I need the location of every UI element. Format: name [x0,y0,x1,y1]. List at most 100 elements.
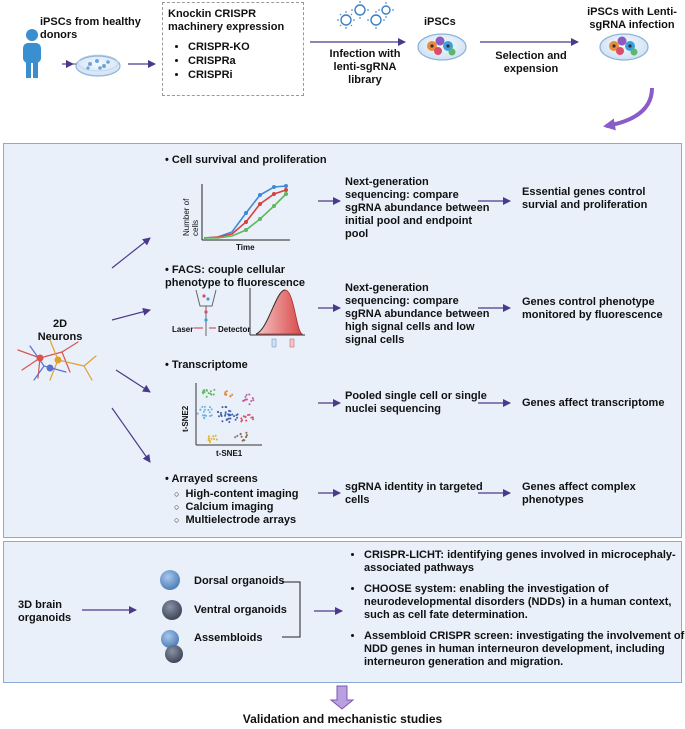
organoid-finding: Assembloid CRISPR screen: investigating … [364,630,685,669]
tsne-dot [248,403,251,406]
infected-label: iPSCs with Lenti-sgRNA infection [587,6,677,31]
tsne-dot [213,438,216,440]
tsne-dot [208,411,211,414]
knockin-box [162,2,304,96]
tsne-dot [241,439,244,442]
tsne-dot [248,413,251,416]
tsne-dot [236,434,239,437]
tsne-dot [205,414,208,417]
row-title: • FACS: couple cellular phenotype to flu… [165,264,305,289]
tsne-dot [241,419,244,422]
tsne-dot [224,391,227,394]
arrayed-screen-item: Calcium imaging [174,501,319,514]
tsne-dot [199,408,202,411]
tsne-dot [234,436,237,439]
tsne-dot [213,388,216,391]
tsne-dot [210,437,213,440]
row-result: Genes control phenotype monitored by flu… [522,296,663,321]
infected-ipsc-dish-icon [599,33,649,61]
tsne-dot [221,420,224,423]
tsne-dot [207,435,210,438]
tsne-dot [202,410,205,413]
tsne-dot [205,395,208,398]
tsne-dot [243,439,246,442]
donors-label: iPSCs from healthy donors [40,16,141,41]
tsne-ylabel: t-SNE2 [181,405,190,432]
tsne-dot [226,418,229,421]
tsne-dot [212,435,215,438]
tsne-dot [251,397,254,400]
organoid-findings-list: CRISPR-LICHT: identifying genes involved… [348,548,685,670]
tsne-dot [231,413,234,416]
arrayed-screen-item: Multielectrode arrays [174,514,319,527]
tsne-dot [250,416,253,419]
organoid-type-label: Dorsal organoids [194,575,285,587]
knockin-title: Knockin CRISPR machinery expression [168,8,285,33]
organoid-type-label: Ventral organoids [194,604,287,616]
tsne-dot [224,414,226,417]
tsne-dot [205,389,208,391]
organoids-3d-label: 3D brain organoids [18,599,72,624]
tsne-dot [234,418,237,421]
growth-plot-xlabel: Time [236,243,255,252]
tsne-dot [224,413,227,416]
tsne-dot [227,413,230,416]
tsne-dot [236,416,239,419]
growth-plot-ylabel: Number of cells [182,198,200,236]
tsne-dot [212,393,215,396]
organoid-icons [160,570,183,663]
tsne-dot [229,417,232,420]
tsne-dot [215,438,218,441]
tsne-dot [229,414,232,417]
organoid-type-label: Assembloids [194,632,263,644]
row-readout: Next-generation sequencing: compare sgRN… [345,176,490,240]
organoid-finding: CHOOSE system: enabling the investigatio… [364,583,685,622]
tsne-dot [242,415,245,418]
tsne-dot [202,392,205,395]
arrayed-screen-list: High-content imaging Calcium imaging Mul… [174,488,319,527]
tsne-dot [231,393,234,396]
tsne-dot [201,414,204,417]
infection-label: Infection with lenti-sgRNA library [329,48,401,86]
tsne-dot [209,441,211,444]
row-result: Essential genes control survial and prol… [522,186,648,211]
tsne-dot [208,437,210,440]
tsne-dot [246,398,248,401]
tsne-dot [240,435,243,438]
person-icon [23,29,41,78]
ventral-organoid-icon [162,600,182,620]
tsne-dot [245,431,248,434]
growth-plot-icon [201,184,290,241]
assembloid-top-icon [161,630,179,648]
facs-detector-label: Detector [218,325,251,334]
tsne-dot [245,434,248,436]
ipscs-label: iPSCs [424,16,456,28]
curved-arrow-icon [603,87,654,131]
tsne-dot [243,399,246,402]
tsne-dot [247,414,249,416]
tsne-dot [201,405,204,408]
tsne-dot [203,405,206,408]
tsne-dot [225,390,228,393]
tsne-dot [203,417,206,420]
tsne-dot [244,395,247,398]
row-readout: sgRNA identity in targeted cells [345,481,483,506]
knockin-item: CRISPRi [188,69,314,82]
tsne-dot [250,400,253,402]
knockin-item: CRISPRa [188,55,314,68]
tsne-dot [207,439,210,441]
tsne-dot [245,393,248,396]
tsne-dot [203,391,206,393]
tsne-dot [214,434,217,437]
row-readout: Next-generation sequencing: compare sgRN… [345,282,490,346]
ipsc-dish-icon [417,33,467,61]
row-result: Genes affect transcriptome [522,397,665,409]
tsne-dot [244,416,247,419]
tsne-dot [207,392,210,395]
tsne-dot [220,412,222,414]
virus-icon [337,1,394,29]
row-readout: Pooled single cell or single nuclei sequ… [345,390,487,415]
tsne-dot [228,421,231,423]
tsne-dot [252,399,255,402]
tsne-dot [221,406,224,409]
